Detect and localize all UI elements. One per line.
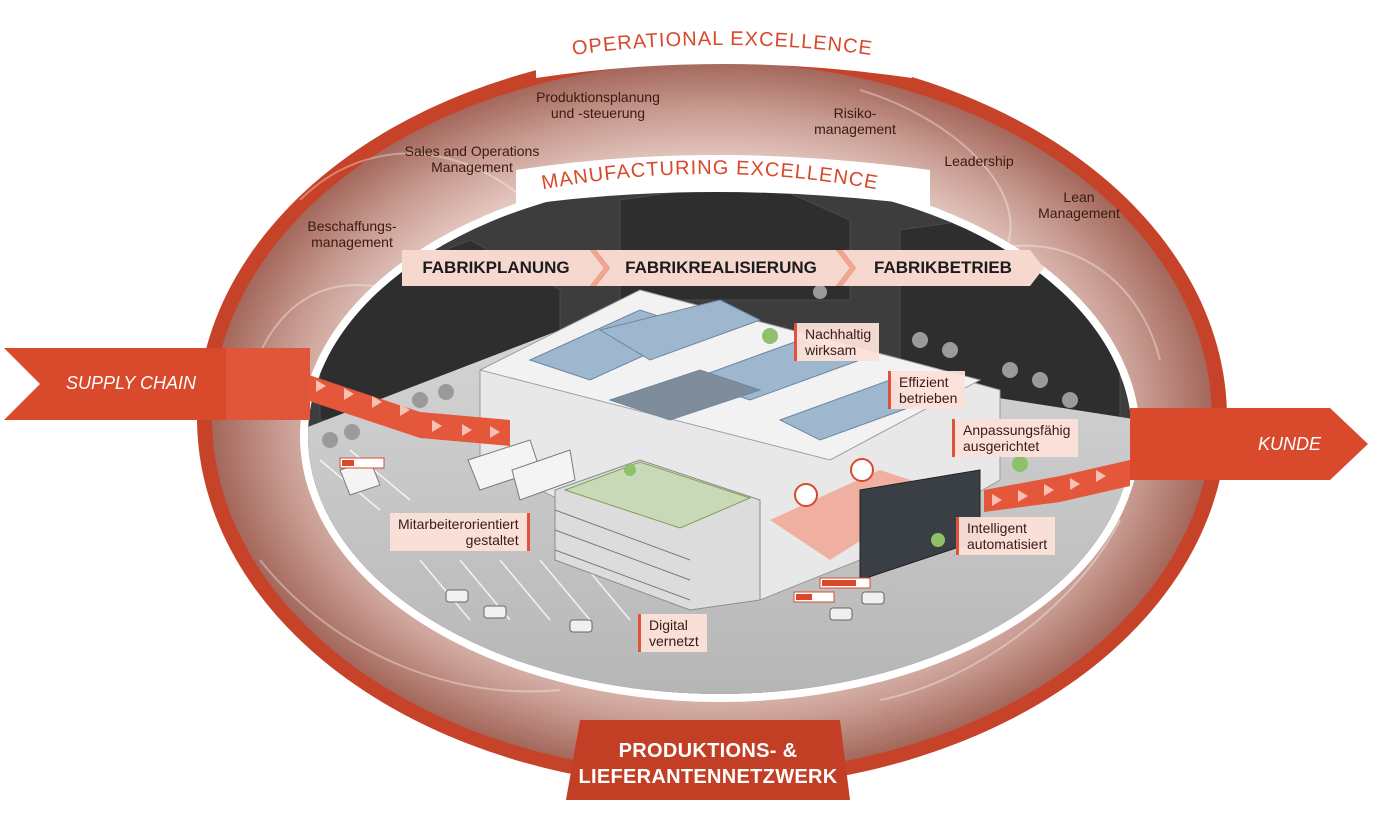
phase-band bbox=[402, 250, 1044, 286]
network-banner: PRODUKTIONS- & LIEFERANTENNETZWERK bbox=[566, 728, 850, 800]
topic-pps-line1: Produktionsplanung bbox=[536, 89, 660, 105]
topic-sop-line2: Management bbox=[431, 159, 513, 175]
tag-effizient: Effizient betrieben bbox=[888, 371, 966, 409]
tag-intelligent-line2: automatisiert bbox=[967, 536, 1048, 552]
tag-mitarbeiter-line1: Mitarbeiterorientiert bbox=[398, 516, 519, 532]
topic-sop: Sales and Operations Management bbox=[392, 143, 552, 175]
customer-flow-arrow bbox=[984, 460, 1130, 512]
topic-leadership-line1: Leadership bbox=[944, 153, 1014, 169]
tag-digital-line1: Digital bbox=[649, 617, 688, 633]
tag-nachhaltig: Nachhaltig wirksam bbox=[794, 323, 880, 361]
tag-mitarbeiter-line2: gestaltet bbox=[465, 532, 519, 548]
tag-intelligent: Intelligent automatisiert bbox=[956, 517, 1056, 555]
tag-digital-line2: vernetzt bbox=[649, 633, 699, 649]
supply-chain-label: SUPPLY CHAIN bbox=[66, 373, 197, 393]
network-line2: LIEFERANTENNETZWERK bbox=[578, 766, 838, 788]
tag-intelligent-line1: Intelligent bbox=[967, 520, 1027, 536]
topic-beschaffung-line1: Beschaffungs- bbox=[307, 218, 397, 234]
topic-risiko-line1: Risiko- bbox=[833, 105, 877, 121]
tag-anpassung-line2: ausgerichtet bbox=[963, 438, 1040, 454]
network-line1: PRODUKTIONS- & bbox=[618, 740, 798, 762]
phase-fabrikplanung: FABRIKPLANUNG bbox=[422, 258, 570, 277]
supply-flow-arrow bbox=[300, 372, 510, 446]
network-banner-shape bbox=[566, 720, 850, 800]
tag-anpassung-line1: Anpassungsfähig bbox=[963, 422, 1071, 438]
topic-pps-line2: und -steuerung bbox=[550, 105, 646, 121]
tag-digital: Digital vernetzt bbox=[638, 614, 707, 652]
topic-lean: Lean Management bbox=[1024, 189, 1134, 221]
phase-fabrikbetrieb: FABRIKBETRIEB bbox=[874, 258, 1012, 277]
tag-effizient-line2: betrieben bbox=[899, 390, 958, 406]
topic-risiko: Risiko- management bbox=[800, 105, 910, 137]
tag-nachhaltig-line1: Nachhaltig bbox=[805, 326, 872, 342]
topic-beschaffung-line2: management bbox=[311, 234, 393, 250]
topic-pps: Produktionsplanung und -steuerung bbox=[518, 89, 678, 121]
outer-title-banner bbox=[536, 23, 912, 78]
tag-mitarbeiter: Mitarbeiterorientiert gestaltet bbox=[390, 513, 530, 551]
topic-lean-line1: Lean bbox=[1063, 189, 1095, 205]
topic-leadership: Leadership bbox=[924, 153, 1034, 169]
topic-lean-line2: Management bbox=[1038, 205, 1120, 221]
tag-effizient-line1: Effizient bbox=[899, 374, 949, 390]
kunde-arrow bbox=[1130, 408, 1368, 480]
inner-title-banner bbox=[516, 155, 930, 206]
topic-sop-line1: Sales and Operations bbox=[404, 143, 540, 159]
topic-beschaffung: Beschaffungs- management bbox=[292, 218, 412, 250]
tag-nachhaltig-line2: wirksam bbox=[805, 342, 857, 358]
phase-fabrikrealisierung: FABRIKREALISIERUNG bbox=[625, 258, 817, 277]
kunde-label: KUNDE bbox=[1258, 434, 1322, 454]
tag-anpassung: Anpassungsfähig ausgerichtet bbox=[952, 419, 1079, 457]
topic-risiko-line2: management bbox=[814, 121, 896, 137]
